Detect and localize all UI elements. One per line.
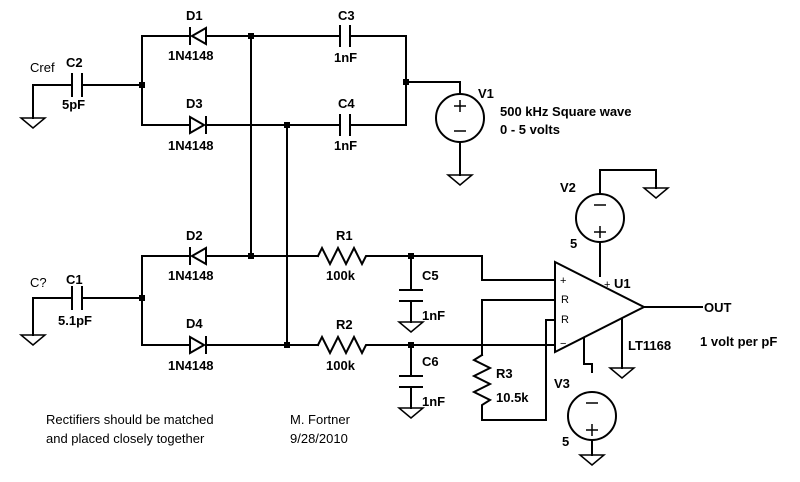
label-v1-line1: 500 kHz Square wave [500, 104, 632, 119]
resistor-r3 [471, 353, 493, 411]
label-out-scale: 1 volt per pF [700, 334, 777, 349]
junction-dots [139, 33, 414, 348]
label-d3-value: 1N4148 [168, 138, 214, 153]
label-c1-ref: C1 [66, 272, 83, 287]
opamp-pin-minus: − [560, 338, 566, 350]
label-c2-ref: C2 [66, 55, 83, 70]
label-d1-value: 1N4148 [168, 48, 214, 63]
label-v3-ref: V3 [554, 376, 570, 391]
ground-symbol [396, 321, 426, 333]
author-name: M. Fortner [290, 412, 351, 427]
capacitor-c6 [399, 375, 423, 388]
capacitor-c1 [71, 286, 83, 310]
label-r3-value: 10.5k [496, 390, 529, 405]
label-v2-ref: V2 [560, 180, 576, 195]
diode-d1 [189, 26, 207, 46]
label-c4-value: 1nF [334, 138, 357, 153]
label-d4-ref: D4 [186, 316, 203, 331]
label-c-unknown: C? [30, 275, 47, 290]
top-network-wires [32, 35, 461, 346]
label-d1-ref: D1 [186, 8, 203, 23]
resistor-r1 [316, 245, 371, 267]
opamp-supply-plus: + [604, 279, 610, 291]
label-c1-value: 5.1pF [58, 313, 92, 328]
diode-d2 [189, 246, 207, 266]
ground-symbol [641, 187, 671, 199]
label-r1-ref: R1 [336, 228, 353, 243]
capacitor-c3 [339, 25, 351, 47]
voltage-source-v1 [435, 93, 485, 143]
opamp-pin-r2: R [561, 314, 569, 326]
note-line-1: Rectifiers should be matched [46, 412, 214, 427]
label-d2-ref: D2 [186, 228, 203, 243]
label-d3-ref: D3 [186, 96, 203, 111]
label-out: OUT [704, 300, 732, 315]
label-c5-value: 1nF [422, 308, 445, 323]
diode-d3 [189, 115, 207, 135]
label-d2-value: 1N4148 [168, 268, 214, 283]
label-cref: Cref [30, 60, 55, 75]
note-line-2: and placed closely together [46, 431, 205, 446]
capacitor-c2 [71, 73, 83, 97]
label-r2-ref: R2 [336, 317, 353, 332]
ground-symbol [445, 174, 475, 186]
ground-symbol [607, 367, 637, 379]
voltage-source-v2 [575, 193, 625, 243]
resistor-r2 [316, 334, 371, 356]
voltage-source-v3 [567, 391, 617, 441]
label-u1-value: LT1168 [628, 338, 671, 353]
label-u1-ref: U1 [614, 276, 631, 291]
capacitor-c4 [339, 114, 351, 136]
opamp-u1 [554, 260, 647, 354]
opamp-pin-r1: R [561, 294, 569, 306]
label-c4-ref: C4 [338, 96, 355, 111]
label-v1-ref: V1 [478, 86, 494, 101]
label-r2-value: 100k [326, 358, 356, 373]
label-r1-value: 100k [326, 268, 356, 283]
ground-symbol [18, 117, 48, 129]
label-d4-value: 1N4148 [168, 358, 214, 373]
label-c6-value: 1nF [422, 394, 445, 409]
ground-symbol [396, 407, 426, 419]
diode-d4 [189, 335, 207, 355]
ground-symbol [18, 334, 48, 346]
label-v3-value: 5 [562, 434, 569, 449]
label-v2-value: 5 [570, 236, 577, 251]
label-c2-value: 5pF [62, 97, 85, 112]
author-date: 9/28/2010 [290, 431, 348, 446]
label-c5-ref: C5 [422, 268, 439, 283]
label-c3-ref: C3 [338, 8, 355, 23]
label-c3-value: 1nF [334, 50, 357, 65]
ground-symbol [577, 454, 607, 466]
capacitor-c5 [399, 289, 423, 302]
label-r3-ref: R3 [496, 366, 513, 381]
label-c6-ref: C6 [422, 354, 439, 369]
label-v1-line2: 0 - 5 volts [500, 122, 560, 137]
opamp-pin-plus: + [560, 275, 566, 287]
